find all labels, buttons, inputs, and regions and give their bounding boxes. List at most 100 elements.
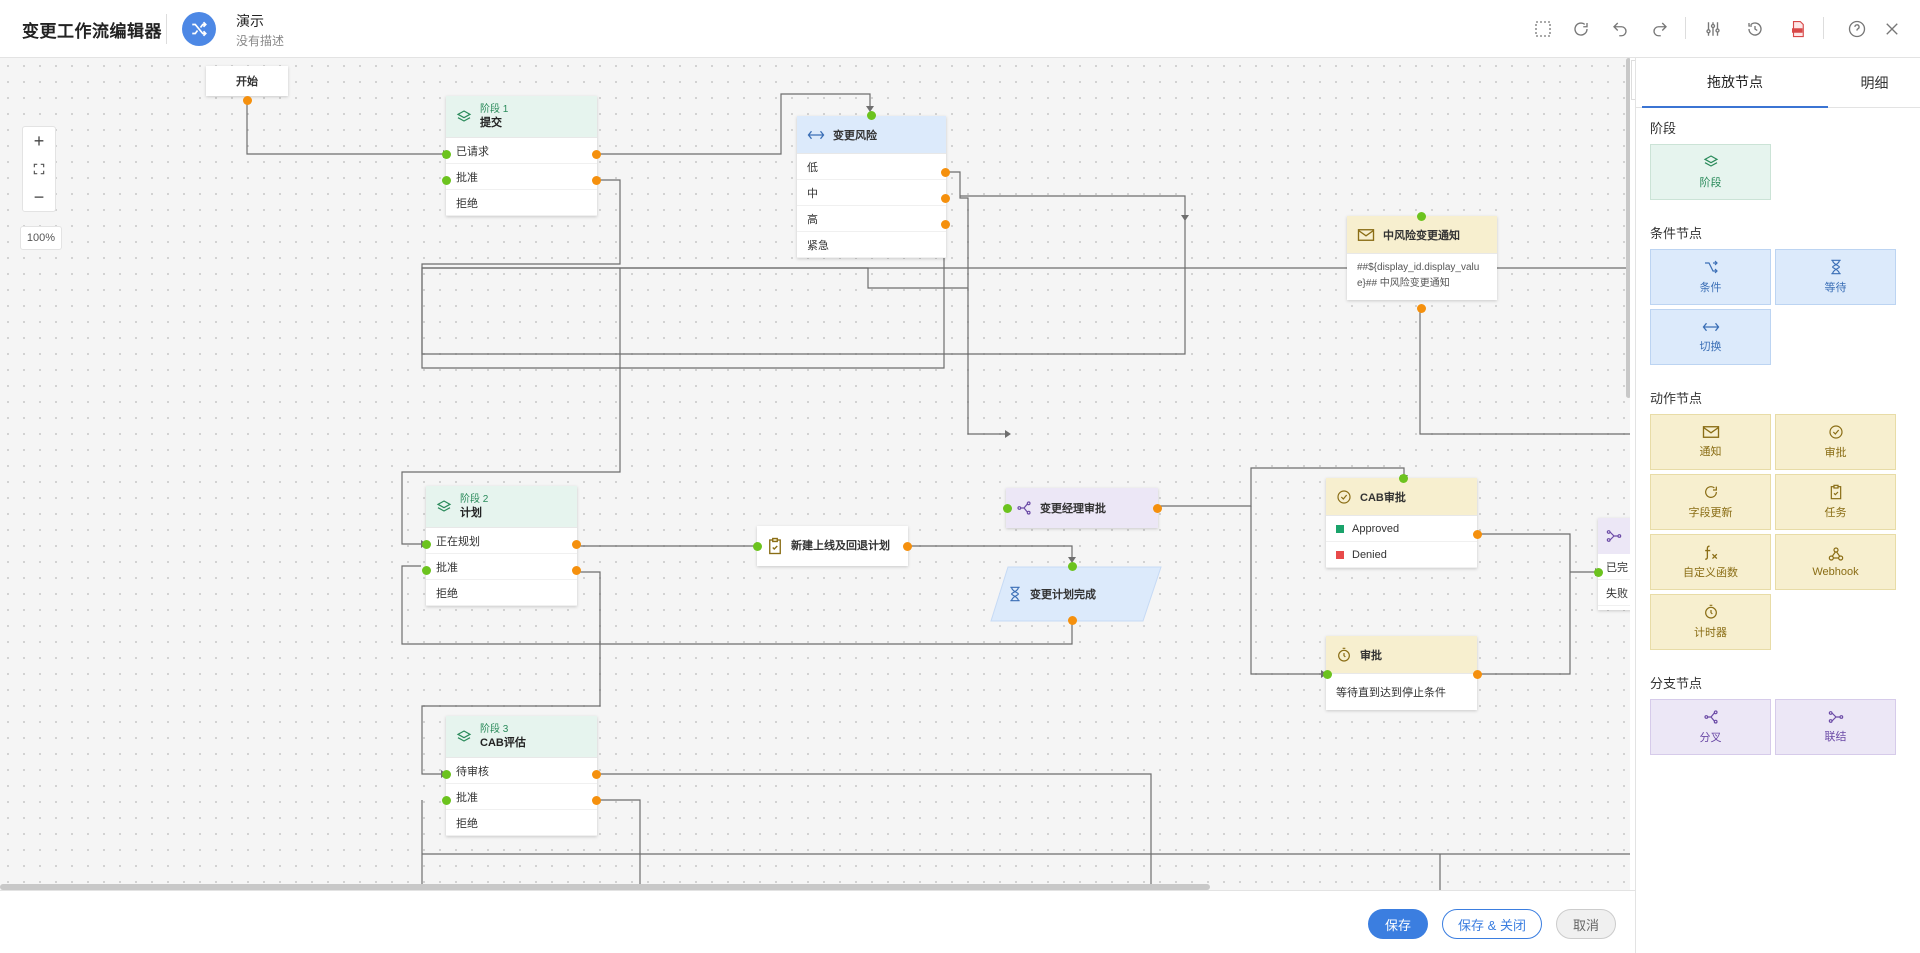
stage-row[interactable]: 拒绝 [446, 810, 597, 836]
palette-switch[interactable]: 切换 [1650, 309, 1771, 365]
output-port[interactable] [941, 194, 950, 203]
start-node[interactable]: 开始 [206, 66, 288, 96]
stage-row[interactable]: 拒绝 [446, 190, 597, 216]
plan-done-wait-node[interactable]: 变更计划完成 [990, 566, 1162, 622]
save-close-button[interactable]: 保存 & 关闭 [1442, 909, 1542, 939]
input-port[interactable] [1417, 212, 1426, 221]
mid-risk-notify-node[interactable]: 中风险变更通知 ##${display_id.display_value}## … [1347, 216, 1497, 300]
stage-row[interactable]: 已请求 [446, 138, 597, 164]
approval-outcome-row[interactable]: Denied [1326, 542, 1477, 568]
mail-icon [1702, 426, 1719, 438]
output-port[interactable] [1068, 616, 1077, 625]
settings-sliders-icon[interactable] [1700, 16, 1726, 42]
palette-label: 切换 [1699, 341, 1722, 353]
stage-row[interactable]: 正在规划 [426, 528, 577, 554]
zoom-out-button[interactable]: − [33, 186, 45, 207]
palette-wait[interactable]: 等待 [1775, 249, 1896, 305]
output-port[interactable] [1153, 504, 1162, 513]
undo-icon[interactable] [1607, 16, 1633, 42]
tab-details[interactable]: 明细 [1860, 75, 1889, 91]
input-port[interactable] [1594, 568, 1603, 577]
palette-fork[interactable]: 分叉 [1650, 699, 1771, 755]
timer-icon [1704, 604, 1717, 619]
input-port[interactable] [753, 542, 762, 551]
approval-outcome-row[interactable]: Approved [1326, 516, 1477, 542]
switch-row[interactable]: 紧急 [797, 232, 946, 258]
output-port[interactable] [941, 220, 950, 229]
input-port[interactable] [442, 176, 451, 185]
output-port[interactable] [572, 566, 581, 575]
palette-condition[interactable]: 条件 [1650, 249, 1771, 305]
output-port[interactable] [243, 96, 252, 105]
workflow-canvas[interactable]: + − 100% 开始 阶段 1 提交 已请求 批准 拒绝 变更风险 低 中 [0, 58, 1630, 890]
palette-task[interactable]: 任务 [1775, 474, 1896, 530]
palette-approval[interactable]: 审批 [1775, 414, 1896, 470]
output-port[interactable] [1417, 304, 1426, 313]
risk-switch-node[interactable]: 变更风险 低 中 高 紧急 [797, 116, 946, 258]
output-port[interactable] [592, 150, 601, 159]
output-port[interactable] [941, 168, 950, 177]
cab-approval-node[interactable]: CAB审批 Approved Denied [1326, 478, 1477, 568]
close-icon[interactable] [1879, 16, 1905, 42]
stage-row[interactable]: 批准 [446, 164, 597, 190]
help-icon[interactable] [1844, 16, 1870, 42]
history-icon[interactable] [1742, 16, 1768, 42]
pdf-icon[interactable] [1785, 16, 1811, 42]
input-port[interactable] [442, 770, 451, 779]
output-port[interactable] [592, 176, 601, 185]
stage-label: 阶段 3 [480, 724, 509, 735]
new-plan-task-node[interactable]: 新建上线及回退计划 [757, 526, 908, 566]
stage-3-node[interactable]: 阶段 3 CAB评估 待审核 批准 拒绝 [446, 716, 597, 836]
stage-row[interactable]: 批准 [426, 554, 577, 580]
save-button[interactable]: 保存 [1368, 909, 1428, 939]
input-port[interactable] [422, 540, 431, 549]
output-port[interactable] [1473, 530, 1482, 539]
workflow-name[interactable]: 演示 [236, 13, 264, 29]
switch-row[interactable]: 低 [797, 154, 946, 180]
palette-timer[interactable]: 计时器 [1650, 594, 1771, 650]
fork-icon [1703, 710, 1718, 724]
stage-row[interactable]: 待审核 [446, 758, 597, 784]
input-port[interactable] [442, 150, 451, 159]
manager-approval-node[interactable]: 变更经理审批 [1006, 488, 1158, 528]
input-port[interactable] [422, 566, 431, 575]
palette-label: 字段更新 [1688, 507, 1733, 519]
palette-field-update[interactable]: 字段更新 [1650, 474, 1771, 530]
palette-notify[interactable]: 通知 [1650, 414, 1771, 470]
input-port[interactable] [1068, 562, 1077, 571]
output-port[interactable] [592, 796, 601, 805]
palette-webhook[interactable]: Webhook [1775, 534, 1896, 590]
palette-stage[interactable]: 阶段 [1650, 144, 1771, 200]
output-port[interactable] [592, 770, 601, 779]
input-port[interactable] [1323, 670, 1332, 679]
cancel-button[interactable]: 取消 [1556, 909, 1616, 939]
output-port[interactable] [1473, 670, 1482, 679]
palette-join[interactable]: 联结 [1775, 699, 1896, 755]
stage-row[interactable]: 拒绝 [426, 580, 577, 606]
horizontal-scrollbar[interactable] [0, 884, 1210, 890]
switch-row[interactable]: 高 [797, 206, 946, 232]
input-port[interactable] [442, 796, 451, 805]
output-port[interactable] [903, 542, 912, 551]
input-port[interactable] [1399, 474, 1408, 483]
refresh-icon[interactable] [1568, 16, 1594, 42]
vertical-scrollbar[interactable] [1626, 58, 1630, 398]
stage-row[interactable]: 批准 [446, 784, 597, 810]
fit-view-icon[interactable] [23, 155, 55, 183]
palette-custom-function[interactable]: 自定义函数 [1650, 534, 1771, 590]
wait-approval-node[interactable]: 审批 等待直到达到停止条件 [1326, 636, 1477, 710]
zoom-in-button[interactable]: + [33, 130, 45, 151]
join-row[interactable]: 失败 [1598, 580, 1630, 606]
input-port[interactable] [1003, 504, 1012, 513]
join-node[interactable]: 已完 失败 [1598, 518, 1630, 610]
stage-2-node[interactable]: 阶段 2 计划 正在规划 批准 拒绝 [426, 486, 577, 606]
output-port[interactable] [572, 540, 581, 549]
join-row[interactable]: 已完 [1598, 554, 1630, 580]
redo-icon[interactable] [1647, 16, 1673, 42]
tab-drag-nodes[interactable]: 拖放节点 [1642, 58, 1828, 108]
stage-1-node[interactable]: 阶段 1 提交 已请求 批准 拒绝 [446, 96, 597, 216]
switch-row[interactable]: 中 [797, 180, 946, 206]
input-port[interactable] [867, 111, 876, 120]
workflow-description[interactable]: 没有描述 [236, 34, 285, 48]
select-area-icon[interactable] [1530, 16, 1556, 42]
